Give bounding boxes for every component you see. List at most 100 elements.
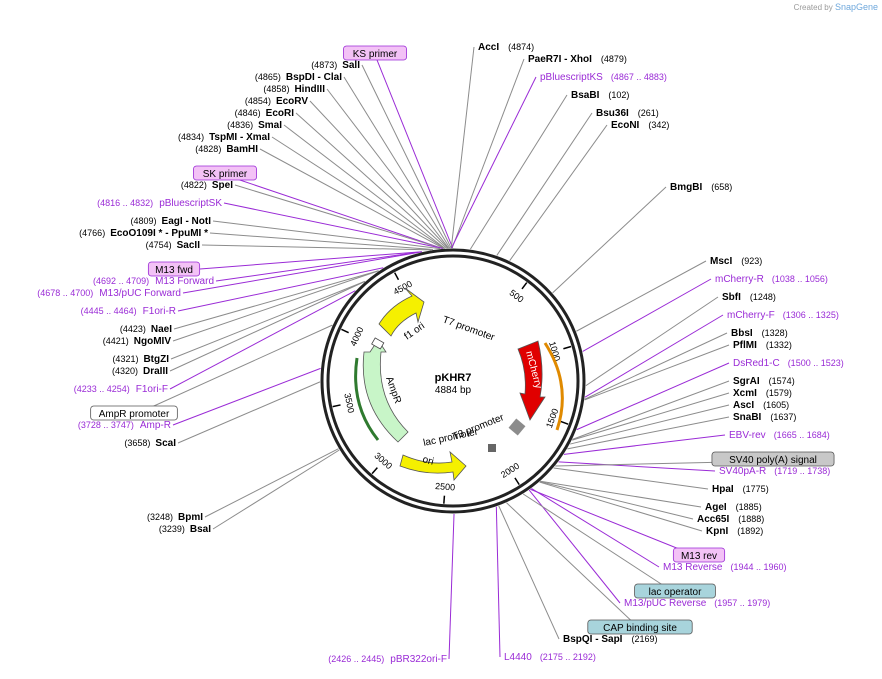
enzyme-position: (4421) [103,336,129,346]
leader-line [584,314,724,398]
mcherry-arrow[interactable] [517,340,546,421]
leader-line [569,404,730,445]
label-f1ori-r[interactable]: (4445 .. 4464)F1ori-R [81,306,176,317]
label-hindiii[interactable]: (4858)HindIII [263,84,325,95]
label-pflmi[interactable]: PflMI(1332) [733,340,792,351]
enzyme-position: (4858) [263,84,289,94]
leader-line [558,461,716,472]
label-ecori[interactable]: (4846)EcoRI [235,108,295,119]
leader-line [498,505,560,640]
enzyme-label: (4754)SacII [146,240,201,251]
label-ks-primer[interactable]: KS primer [343,45,407,61]
label-mcherry-r[interactable]: mCherry-R(1038 .. 1056) [715,274,828,285]
leader-line [576,260,707,332]
leader-line [215,251,422,282]
label-ebv-rev[interactable]: EBV-rev(1665 .. 1684) [729,430,830,441]
leader-line [209,232,433,251]
leader-line [451,58,525,249]
label-bspqi[interactable]: BspQI - SapI(2169) [563,634,657,645]
label-sgrai[interactable]: SgrAI(1574) [733,376,795,387]
primer-label: SV40pA-R(1719 .. 1738) [719,466,830,477]
label-hpai[interactable]: HpaI(1775) [712,484,769,495]
primer-position: (4867 .. 4883) [611,72,667,82]
tick-mark [394,272,400,281]
enzyme-position: (923) [741,256,762,266]
label-lac-operator[interactable]: lac operator [634,583,716,599]
label-smai[interactable]: (4836)SmaI [227,120,282,131]
label-m13rev[interactable]: M13 rev [672,547,726,563]
label-bbsi[interactable]: BbsI(1328) [731,328,788,339]
label-sv40-polya[interactable]: SV40 poly(A) signal [711,451,835,467]
label-btgzi[interactable]: (4321)BtgZI [112,354,169,365]
label-sacii[interactable]: (4754)SacII [146,240,201,251]
label-dsred1-c[interactable]: DsRed1-C(1500 .. 1523) [733,358,844,369]
label-mcherry-f[interactable]: mCherry-F(1306 .. 1325) [727,310,839,321]
label-m13reverse[interactable]: M13 Reverse(1944 .. 1960) [663,562,787,573]
leader-line [374,54,454,249]
label-snabi[interactable]: SnaBI(1637) [733,412,796,423]
label-ecorv[interactable]: (4854)EcoRV [245,96,308,107]
label-l4440[interactable]: L4440(2175 .. 2192) [504,652,596,663]
label-bamhi[interactable]: (4828)BamHI [195,144,258,155]
label-m13puc-forward[interactable]: (4678 .. 4700)M13/pUC Forward [37,288,181,299]
enzyme-name: XcmI [733,388,757,399]
label-draiii[interactable]: (4320)DraIII [112,366,168,377]
label-pbr322ori-f[interactable]: (2426 .. 2445)pBR322ori-F [328,654,447,665]
enzyme-name: SgrAI [733,376,760,387]
enzyme-name: EcoRV [276,96,308,107]
tick-label: 500 [508,288,526,305]
label-pbluescriptsk[interactable]: (4816 .. 4832)pBluescriptSK [97,198,222,209]
ori-arrow[interactable] [399,450,467,481]
feature-arrows [354,287,564,481]
label-msci[interactable]: MscI(923) [710,256,762,267]
label-paer7i[interactable]: PaeR7I - XhoI(4879) [528,54,627,65]
label-f1ori-f[interactable]: (4233 .. 4254)F1ori-F [74,384,168,395]
primer-name: pBluescriptKS [540,72,603,83]
primer-position: (4692 .. 4709) [93,276,149,286]
enzyme-label: (4846)EcoRI [235,108,295,119]
leader-line [509,124,608,261]
label-acc65i[interactable]: Acc65I(1888) [697,514,764,525]
label-naei[interactable]: (4423)NaeI [120,324,172,335]
label-ampr-promoter[interactable]: AmpR promoter [90,405,178,421]
label-bsu36i[interactable]: Bsu36I(261) [596,108,659,119]
f1-ori-arrow[interactable] [378,287,425,337]
enzyme-label: BspQI - SapI(2169) [563,634,657,645]
feature-label: AmpR promoter [99,409,170,420]
enzyme-label: BbsI(1328) [731,328,788,339]
label-sbfi[interactable]: SbfI(1248) [722,292,776,303]
label-acci[interactable]: AccI(4874) [478,42,534,53]
label-sv40pa-r[interactable]: SV40pA-R(1719 .. 1738) [719,466,830,477]
label-m13forward[interactable]: (4692 .. 4709)M13 Forward [93,276,214,287]
label-bspdi[interactable]: (4865)BspDI - ClaI [255,72,342,83]
label-bpmi[interactable]: (3248)BpmI [147,512,203,523]
label-xcmi[interactable]: XcmI(1579) [733,388,792,399]
feature-box [343,45,407,61]
label-tspmi[interactable]: (4834)TspMI - XmaI [178,132,270,143]
label-ecoo109i[interactable]: (4766)EcoO109I * - PpuMI * [79,228,208,239]
label-pbluescriptks[interactable]: pBluescriptKS (4867 .. 4883) [540,72,667,83]
primer-label: (4692 .. 4709)M13 Forward [93,276,214,287]
label-kpni[interactable]: KpnI(1892) [706,526,763,537]
label-sali[interactable]: (4873)SalI [311,60,360,71]
label-ngomiv[interactable]: (4421)NgoMIV [103,336,172,347]
label-scai[interactable]: (3658)ScaI [124,438,176,449]
label-sk-primer[interactable]: SK primer [193,165,257,181]
label-bsabi[interactable]: BsaBI(102) [571,90,629,101]
label-m13fwd[interactable]: M13 fwd [147,261,201,277]
label-spei[interactable]: (4822)SpeI [181,180,233,191]
enzyme-name: SbfI [722,292,741,303]
enzyme-position: (102) [608,90,629,100]
label-eagi[interactable]: (4809)EagI - NotI [131,216,212,227]
label-agei[interactable]: AgeI(1885) [705,502,762,513]
leader-line [552,186,667,294]
label-bmgbi[interactable]: BmgBI(658) [670,182,732,193]
label-econi[interactable]: EcoNI(342) [611,120,669,131]
label-asci[interactable]: AscI(1605) [733,400,789,411]
label-bsai[interactable]: (3239)BsaI [159,524,211,535]
label-cap-binding-site[interactable]: CAP binding site [587,619,693,635]
label-amp-r[interactable]: (3728 .. 3747)Amp-R [78,420,171,431]
ampr-arrow[interactable] [362,339,409,443]
label-m13puc-reverse[interactable]: M13/pUC Reverse(1957 .. 1979) [624,598,770,609]
leader-line [448,513,455,660]
